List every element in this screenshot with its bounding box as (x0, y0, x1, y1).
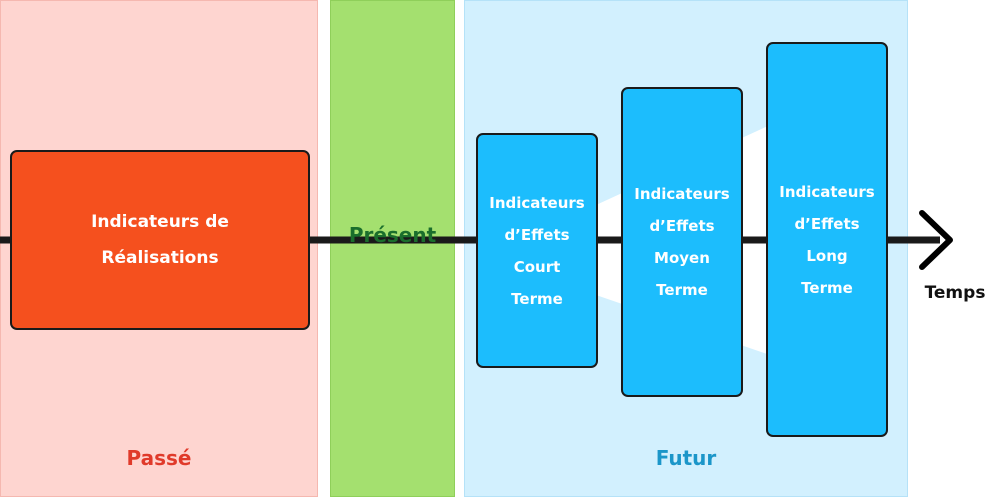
axis-label-temps: Temps (924, 283, 986, 303)
zone-present (330, 0, 455, 497)
box-effets-court-terme: Indicateurs d’Effets Court Terme (476, 133, 598, 368)
label-past: Passé (126, 446, 192, 470)
timeline-arrowhead (919, 210, 953, 270)
box-effets-moyen-terme: Indicateurs d’Effets Moyen Terme (621, 87, 743, 397)
box-effets-long-terme: Indicateurs d’Effets Long Terme (766, 42, 888, 437)
box-long-text: Indicateurs d’Effets Long Terme (779, 182, 875, 297)
box-court-text: Indicateurs d’Effets Court Terme (489, 193, 585, 308)
box-moyen-text: Indicateurs d’Effets Moyen Terme (634, 185, 730, 299)
label-present: Présent (348, 223, 437, 247)
label-future: Futur (655, 446, 717, 470)
box-realisations-text: Indicateurs de Réalisations (91, 212, 229, 268)
box-indicateurs-realisations: Indicateurs de Réalisations (10, 150, 310, 330)
